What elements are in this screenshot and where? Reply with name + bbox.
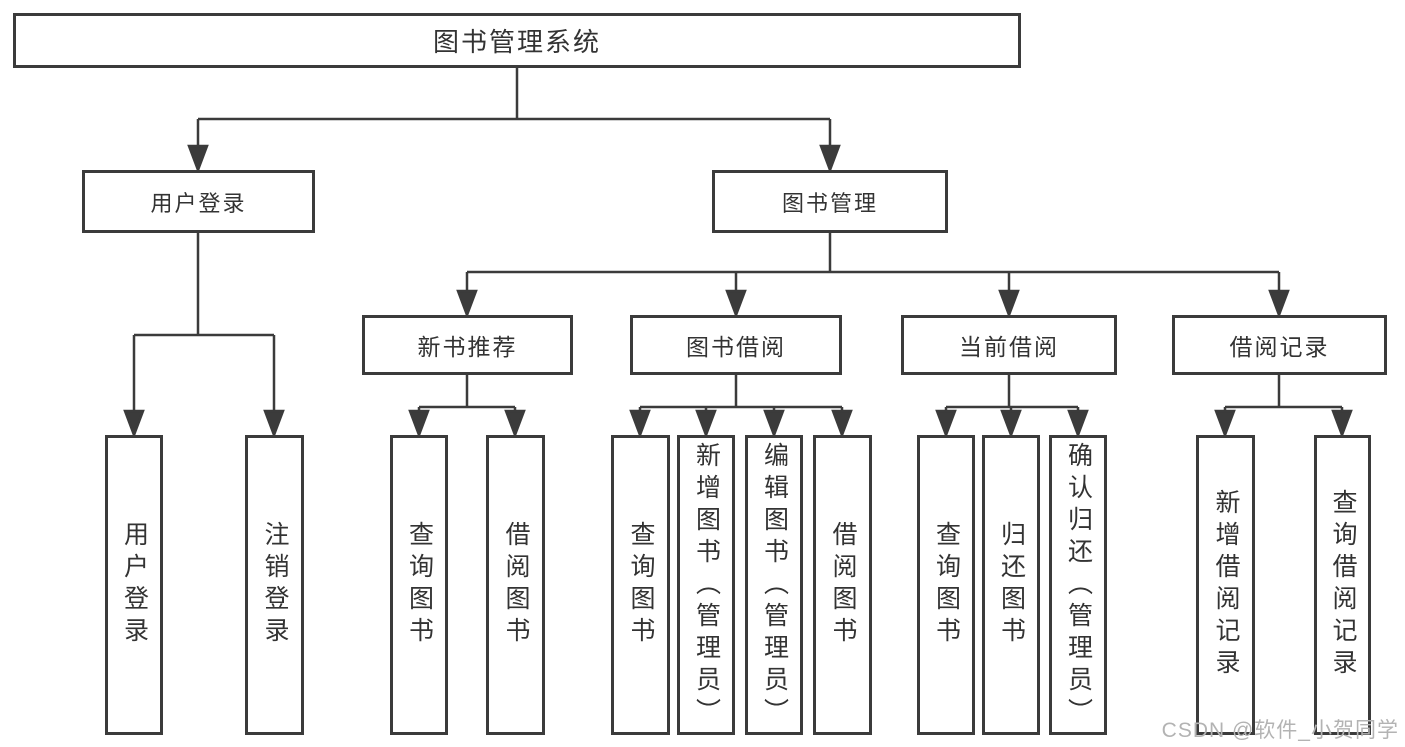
leaf-confirm-return-admin: 确认归还（管理员） bbox=[1049, 435, 1107, 735]
connector-current-to-leaves bbox=[935, 375, 1089, 439]
leaf-add-borrow-record: 新增借阅记录 bbox=[1196, 435, 1255, 735]
node-user-login: 用户登录 bbox=[82, 170, 315, 233]
leaf-borrow-books: 借阅图书 bbox=[813, 435, 872, 735]
connector-borrow-to-leaves bbox=[629, 375, 853, 439]
leaf-query-books-recommend: 查询图书 bbox=[390, 435, 448, 735]
leaf-edit-books-admin: 编辑图书（管理员） bbox=[745, 435, 803, 735]
csdn-watermark: CSDN @软件_小贺同学 bbox=[1161, 719, 1399, 742]
leaf-logout: 注销登录 bbox=[245, 435, 304, 735]
leaf-borrow-books-recommend: 借阅图书 bbox=[486, 435, 545, 735]
node-borrowing-records: 借阅记录 bbox=[1172, 315, 1387, 375]
leaf-query-books-current: 查询图书 bbox=[917, 435, 975, 735]
node-current-borrowing: 当前借阅 bbox=[901, 315, 1117, 375]
node-book-management: 图书管理 bbox=[712, 170, 948, 233]
connector-bookmgmt-to-level3 bbox=[456, 233, 1290, 319]
node-library-management-system: 图书管理系统 bbox=[13, 13, 1021, 68]
node-book-borrowing: 图书借阅 bbox=[630, 315, 842, 375]
leaf-add-books-admin: 新增图书（管理员） bbox=[677, 435, 735, 735]
leaf-query-books-borrow: 查询图书 bbox=[611, 435, 670, 735]
connector-newbook-to-leaves bbox=[408, 375, 526, 439]
connector-records-to-leaves bbox=[1214, 375, 1353, 439]
node-new-book-recommendation: 新书推荐 bbox=[362, 315, 573, 375]
connector-root-to-level2 bbox=[187, 68, 841, 174]
leaf-query-borrow-record: 查询借阅记录 bbox=[1314, 435, 1371, 735]
leaf-return-books: 归还图书 bbox=[982, 435, 1040, 735]
leaf-user-login: 用户登录 bbox=[105, 435, 163, 735]
connector-userlogin-to-leaves bbox=[123, 233, 285, 439]
